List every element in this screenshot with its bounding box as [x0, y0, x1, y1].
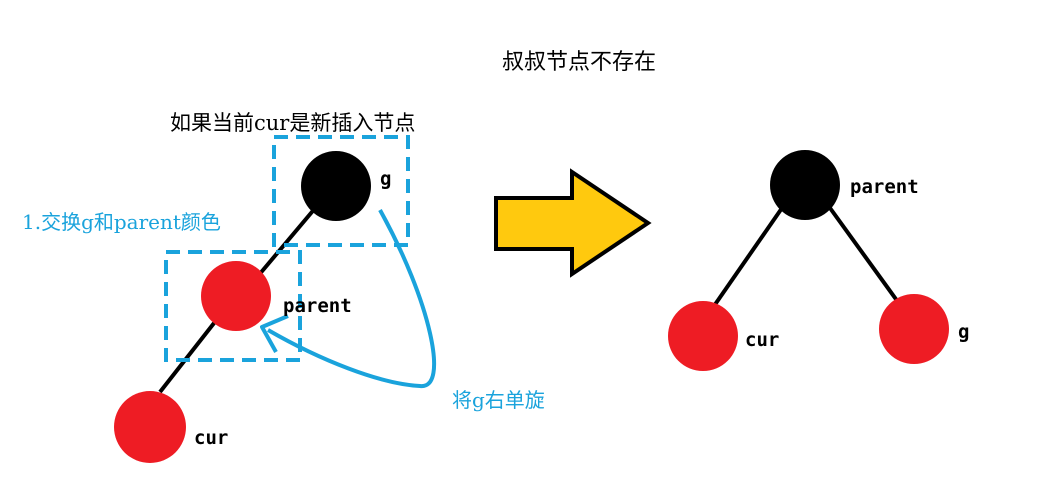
step-swap-color: 1.交换g和parent颜色 — [22, 210, 221, 234]
edge-parent-cur-after — [712, 206, 784, 308]
node-parent-after — [770, 150, 840, 220]
node-g-before — [301, 151, 371, 221]
label-cur-before: cur — [194, 427, 229, 449]
diagram-title: 叔叔节点不存在 — [502, 50, 657, 75]
highlight-box-parent — [164, 250, 302, 362]
node-g-after — [879, 294, 949, 364]
edge-parent-cur-before — [158, 316, 220, 394]
node-cur-after — [668, 301, 738, 371]
highlight-box-g — [272, 135, 410, 247]
rotation-arrow-head — [260, 314, 289, 353]
label-parent-after: parent — [850, 176, 919, 198]
label-cur-after: cur — [745, 329, 780, 351]
step-rotate: 将g右单旋 — [452, 388, 545, 412]
label-g-before: g — [380, 168, 392, 190]
rotation-arrow — [267, 209, 437, 389]
label-g-after: g — [958, 321, 970, 343]
edge-g-parent-before — [256, 198, 324, 278]
edge-parent-g-after — [828, 206, 900, 304]
transition-arrow-icon — [494, 168, 652, 278]
label-parent-before: parent — [283, 295, 352, 317]
condition-caption: 如果当前cur是新插入节点 — [170, 111, 416, 135]
node-parent-before — [201, 261, 271, 331]
node-cur-before — [114, 391, 186, 463]
